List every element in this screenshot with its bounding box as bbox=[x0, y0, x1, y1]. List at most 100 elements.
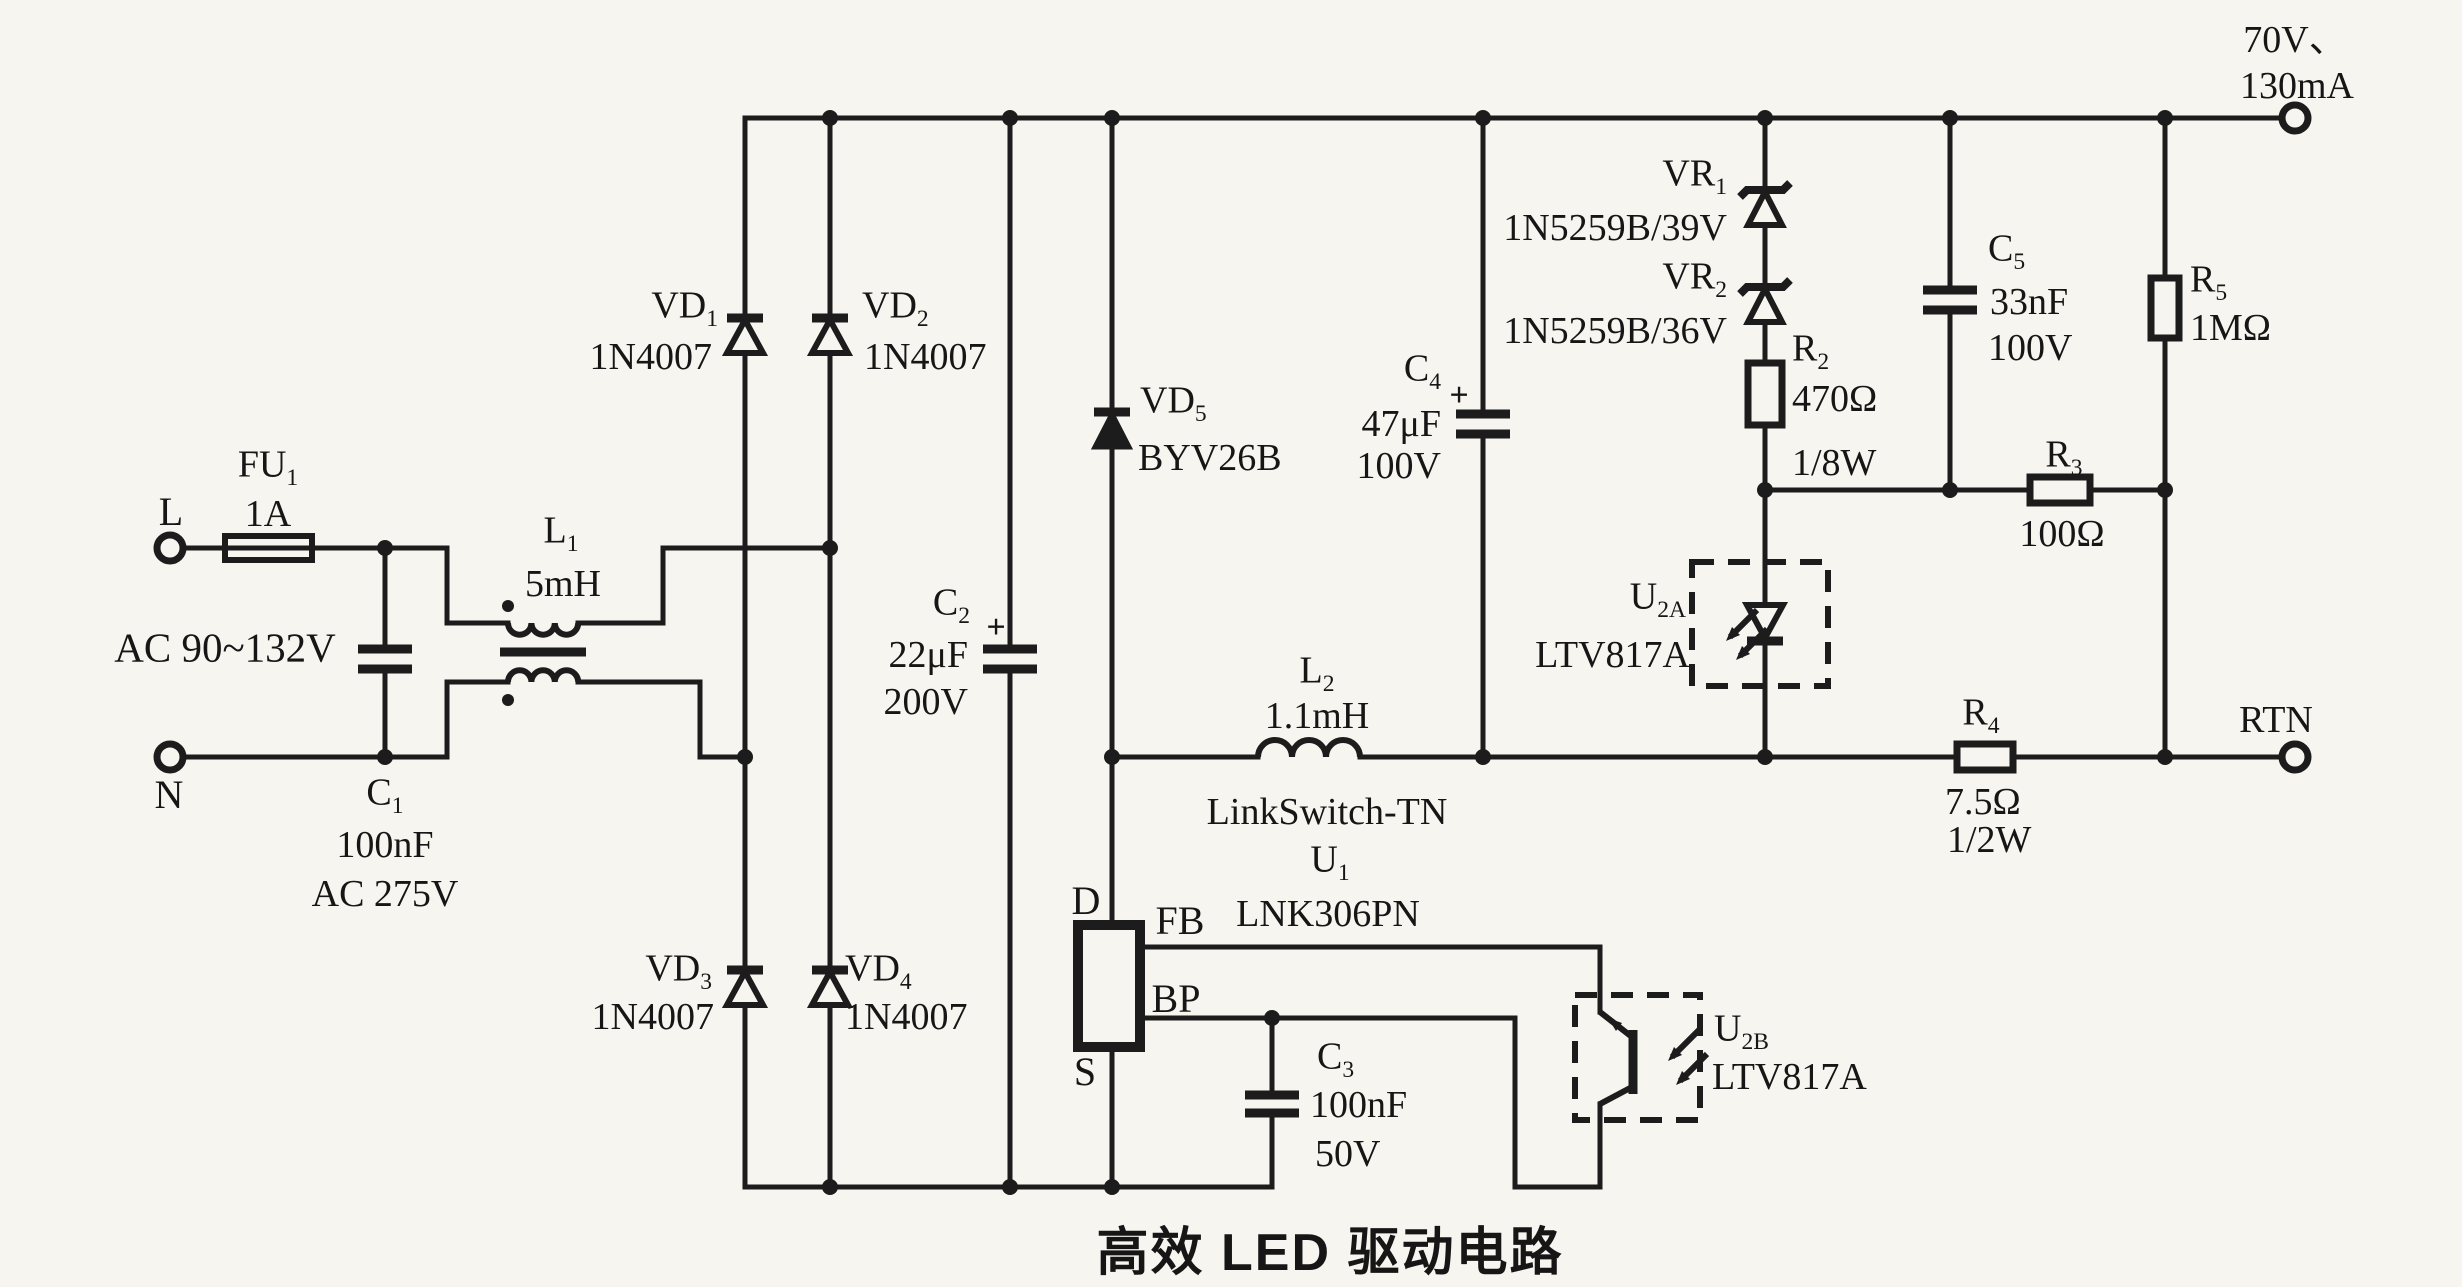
r3-ref-sub: 3 bbox=[2070, 455, 2083, 482]
r4-value-label: 7.5Ω bbox=[1945, 781, 2021, 823]
l2-ref-sub: 2 bbox=[1322, 671, 1335, 698]
l2-value-label: 1.1mH bbox=[1264, 695, 1370, 737]
u1-ref-label: U1 bbox=[1310, 840, 1349, 885]
vr1-triangle bbox=[1743, 185, 1787, 228]
fu1-ref-text: FU bbox=[237, 443, 287, 486]
vr1-part-label: 1N5259B/39V bbox=[1503, 207, 1727, 249]
c5-ref-label: C5 bbox=[1988, 229, 2025, 274]
vr2-triangle bbox=[1743, 282, 1787, 325]
u2b-ref-sub: 2B bbox=[1741, 1029, 1769, 1056]
l1-phase-dot bbox=[502, 600, 514, 612]
vd2-ref-text: VD bbox=[862, 284, 917, 327]
c4-ref-label: C4 bbox=[1404, 349, 1441, 394]
u1-part-label: LNK306PN bbox=[1236, 893, 1420, 935]
ac-input-range-label: AC 90~132V bbox=[114, 624, 336, 671]
c1-rating-label: AC 275V bbox=[311, 873, 459, 915]
r5-ref-text: R bbox=[2190, 258, 2216, 301]
c3-rating-label: 50V bbox=[1315, 1133, 1381, 1175]
wire-l1-bottom-out bbox=[575, 679, 748, 760]
u2b-phototransistor-symbol bbox=[1572, 992, 1710, 1123]
u1-pin-d-label: D bbox=[1071, 878, 1101, 923]
l1-ref-label: L1 bbox=[544, 511, 579, 556]
junction-dot bbox=[1104, 1179, 1120, 1195]
rtn-terminal-label: RTN bbox=[2239, 699, 2313, 741]
r5-ref-label: R5 bbox=[2190, 260, 2227, 305]
u1-pin-s-label: S bbox=[1073, 1049, 1097, 1094]
r3-ref-text: R bbox=[2045, 433, 2071, 476]
vd3-triangle bbox=[721, 965, 769, 1008]
u1-pin-bp-label: BP bbox=[1151, 976, 1201, 1021]
vd2-ref-label: VD2 bbox=[862, 286, 929, 331]
r5-value-label: 1MΩ bbox=[2190, 307, 2272, 349]
u2a-dashed-box bbox=[1689, 559, 1831, 689]
junction-dot bbox=[1104, 749, 1120, 765]
wire-fb-pin bbox=[1137, 944, 1603, 1015]
output-current-label: 130mA bbox=[2240, 65, 2354, 107]
vd1-ref-text: VD bbox=[651, 284, 707, 327]
vr1-ref-sub: 1 bbox=[1715, 174, 1727, 201]
u2b-part-label: LTV817A bbox=[1712, 1056, 1867, 1098]
vd5-ref-text: VD bbox=[1140, 379, 1195, 422]
line-terminal-label: L bbox=[158, 489, 184, 534]
vd4-ref-sub: 4 bbox=[899, 969, 912, 996]
c2-ref-label: C2 bbox=[933, 583, 970, 628]
vr1-ref-text: VR bbox=[1662, 152, 1716, 195]
vd5-ref-label: VD5 bbox=[1140, 381, 1207, 426]
junction-dot bbox=[1475, 110, 1491, 126]
junction-dot bbox=[377, 540, 393, 556]
vd2-triangle bbox=[806, 313, 854, 356]
c4-ref-text: C bbox=[1403, 347, 1430, 390]
vd1-triangle bbox=[721, 313, 769, 356]
c2-rating-label: 200V bbox=[883, 681, 968, 723]
c2-ref-sub: 2 bbox=[958, 603, 970, 630]
c3-ref-label: C3 bbox=[1317, 1037, 1354, 1082]
vd5-ref-sub: 5 bbox=[1194, 401, 1207, 428]
u1-ref-sub: 1 bbox=[1337, 860, 1350, 887]
junction-dot bbox=[2157, 482, 2173, 498]
u2b-light-arrowhead bbox=[1668, 1047, 1682, 1061]
c5-ref-sub: 5 bbox=[2013, 249, 2026, 276]
c4-rating-label: 100V bbox=[1356, 445, 1441, 487]
c4-ref-sub: 4 bbox=[1429, 369, 1441, 396]
r3-ref-label: R3 bbox=[2045, 435, 2082, 480]
r2-power-label: 1/8W bbox=[1792, 442, 1877, 484]
wire-neutral-input bbox=[180, 679, 511, 760]
junction-dots bbox=[377, 110, 2173, 1195]
r3-value-label: 100Ω bbox=[2019, 513, 2105, 555]
l1-choke-symbol bbox=[500, 600, 586, 706]
vd1-part-label: 1N4007 bbox=[589, 336, 712, 378]
c1-ref-text: C bbox=[366, 771, 392, 814]
c2-value-label: 22μF bbox=[888, 634, 968, 676]
junction-dot bbox=[1264, 1010, 1280, 1026]
c1-value-label: 100nF bbox=[336, 824, 434, 866]
c2-ref-text: C bbox=[932, 581, 959, 624]
l2-ref-label: L2 bbox=[1300, 651, 1335, 696]
u2a-led-symbol bbox=[1689, 559, 1831, 689]
c4-value-label: 47μF bbox=[1361, 403, 1441, 445]
r2-ref-text: R bbox=[1792, 327, 1818, 370]
vd2-ref-sub: 2 bbox=[916, 306, 929, 333]
vr2-ref-text: VR bbox=[1662, 255, 1716, 298]
c1-ref-label: C1 bbox=[366, 773, 403, 818]
junction-dot bbox=[1104, 110, 1120, 126]
u2a-light-arrowhead bbox=[1736, 646, 1750, 660]
c5-ref-text: C bbox=[1988, 227, 2014, 270]
r2-ref-sub: 2 bbox=[1817, 349, 1830, 376]
u2b-ref-label: U2B bbox=[1714, 1009, 1769, 1054]
c5-value-label: 33nF bbox=[1990, 281, 2069, 323]
schematic-title: 高效 LED 驱动电路 bbox=[1096, 1224, 1564, 1282]
l1-bottom-winding bbox=[505, 667, 582, 683]
u2a-part-label: LTV817A bbox=[1535, 634, 1690, 676]
wire-l1-top-out bbox=[575, 545, 833, 626]
l1-phase-dot bbox=[502, 694, 514, 706]
l1-ref-sub: 1 bbox=[566, 531, 579, 558]
terminal-output bbox=[2278, 101, 2312, 135]
r2-body bbox=[1744, 359, 1786, 429]
junction-dot bbox=[737, 749, 753, 765]
l2-winding bbox=[1255, 737, 1363, 758]
vd4-triangle bbox=[806, 965, 854, 1008]
fuse-symbol bbox=[222, 533, 315, 563]
u2b-ref-text: U bbox=[1714, 1007, 1742, 1050]
junction-dot bbox=[2157, 110, 2173, 126]
